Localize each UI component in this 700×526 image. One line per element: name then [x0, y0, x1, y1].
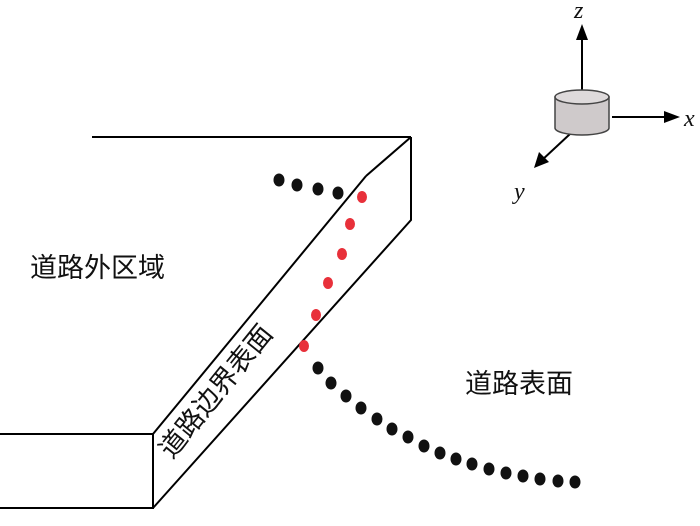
black-point	[569, 475, 581, 489]
black-point	[371, 412, 383, 426]
black-point	[340, 389, 352, 403]
slope-top-edge	[152, 175, 367, 435]
curb-block	[0, 136, 412, 509]
black-point	[500, 466, 512, 480]
coordinate-frame: z x y	[512, 0, 695, 205]
black-point	[332, 186, 344, 200]
boundary-point	[337, 248, 347, 260]
black-point-trail	[273, 173, 581, 489]
black-point	[552, 474, 564, 488]
black-point	[450, 452, 462, 466]
black-point	[402, 430, 414, 444]
black-point	[386, 422, 398, 436]
road-surface-label: 道路表面	[465, 369, 573, 400]
black-point	[312, 361, 324, 375]
y-axis-label: y	[512, 179, 525, 205]
boundary-point	[323, 277, 333, 289]
black-point	[517, 469, 529, 483]
black-point	[418, 439, 430, 453]
black-point	[291, 178, 303, 192]
boundary-point-trail	[299, 191, 367, 352]
boundary-point	[345, 218, 355, 230]
y-axis	[540, 133, 571, 162]
lidar-sensor-icon	[554, 89, 610, 136]
lower-block-edges	[0, 433, 154, 509]
outside-region-label: 道路外区域	[30, 253, 165, 284]
x-axis-label: x	[683, 106, 695, 132]
y-arrowhead	[534, 152, 549, 168]
x-arrowhead	[664, 111, 680, 123]
z-axis-label: z	[573, 0, 584, 24]
top-front-edge	[365, 136, 412, 177]
black-point	[273, 173, 285, 187]
boundary-point	[357, 191, 367, 203]
black-point	[483, 462, 495, 476]
black-point	[325, 376, 337, 390]
black-point	[312, 182, 324, 196]
black-point	[355, 401, 367, 415]
black-point	[466, 457, 478, 471]
right-front-edge	[152, 137, 412, 509]
black-point	[434, 446, 446, 460]
boundary-point	[311, 309, 321, 321]
black-point	[534, 472, 546, 486]
boundary-point	[299, 340, 309, 352]
z-arrowhead	[576, 24, 588, 40]
boundary-surface-label: 道路边界表面	[153, 319, 279, 464]
